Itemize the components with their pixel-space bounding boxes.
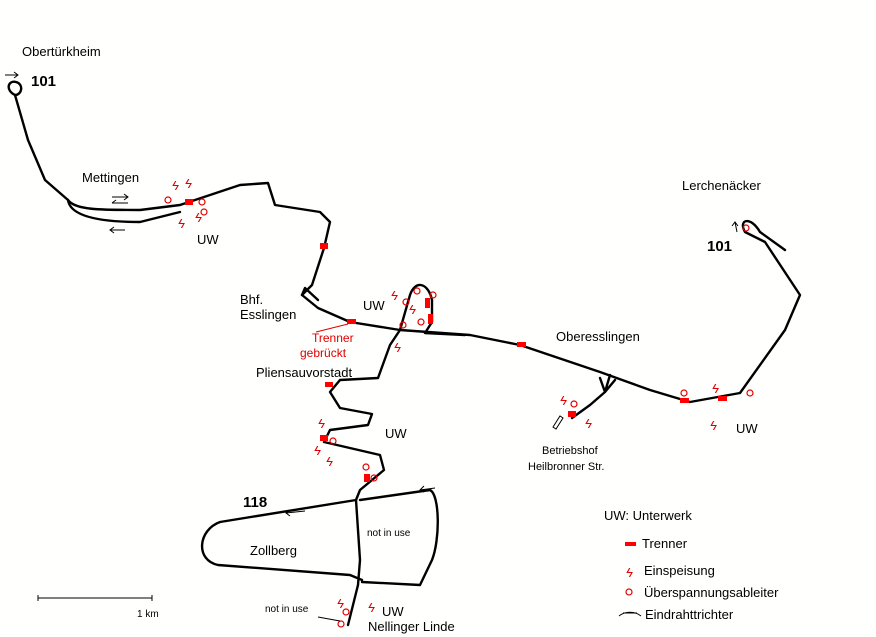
svg-text:ϟ: ϟ bbox=[394, 340, 401, 355]
uw-label: UW bbox=[385, 426, 407, 441]
legend-ueberspannung-icon bbox=[625, 588, 633, 596]
line-label-101: 101 bbox=[31, 73, 57, 90]
legend-ueberspannung: Überspannungsableiter bbox=[644, 585, 779, 600]
not-in-use-leader bbox=[317, 616, 341, 622]
place-pliensauvorstadt: Pliensauvorstadt bbox=[256, 365, 353, 380]
legend-uw: UW: Unterwerk bbox=[604, 508, 692, 523]
track-zollberg-loop bbox=[200, 488, 439, 587]
svg-text:ϟ: ϟ bbox=[185, 176, 192, 191]
line-label-118: 118 bbox=[243, 494, 268, 511]
uw-label: UW bbox=[197, 232, 219, 247]
trenner-markers bbox=[185, 199, 727, 482]
track-depot bbox=[570, 373, 617, 420]
direction-arrow-icon bbox=[5, 71, 19, 79]
svg-text:ϟ: ϟ bbox=[585, 416, 592, 431]
line-label-101-east: 101 bbox=[707, 238, 733, 255]
svg-text:ϟ: ϟ bbox=[326, 454, 333, 469]
svg-text:ϟ: ϟ bbox=[560, 393, 567, 408]
uw-label: UW bbox=[736, 421, 758, 436]
place-mettingen: Mettingen bbox=[82, 170, 140, 185]
svg-text:ϟ: ϟ bbox=[391, 288, 398, 303]
direction-arrow-icon bbox=[419, 485, 436, 493]
direction-arrow-icon bbox=[109, 226, 125, 234]
svg-text:ϟ: ϟ bbox=[178, 216, 185, 231]
surge-arrester-markers bbox=[164, 196, 754, 628]
place-oberesslingen: Oberesslingen bbox=[556, 329, 640, 344]
place-nellinger-linde: Nellinger Linde bbox=[368, 619, 455, 634]
svg-text:ϟ: ϟ bbox=[710, 418, 717, 433]
not-in-use-label: not in use bbox=[265, 604, 309, 615]
place-bhf: Bhf. bbox=[240, 292, 264, 307]
track-101-west bbox=[7, 80, 802, 404]
legend-eindraht: Eindrahttrichter bbox=[645, 607, 734, 622]
svg-text:ϟ: ϟ bbox=[318, 416, 325, 431]
direction-arrow-icon bbox=[111, 193, 129, 204]
legend-trenner: Trenner bbox=[642, 536, 688, 551]
trenner-note-1: Trenner bbox=[312, 331, 354, 345]
place-zollberg: Zollberg bbox=[250, 543, 297, 558]
direction-arrow-icon bbox=[285, 509, 306, 517]
svg-text:ϟ: ϟ bbox=[368, 600, 375, 615]
track-esslingen-wye bbox=[300, 286, 320, 302]
place-lerchenaecker: Lerchenäcker bbox=[682, 178, 761, 193]
legend-eindraht-icon bbox=[618, 611, 642, 617]
svg-text:ϟ: ϟ bbox=[172, 178, 179, 193]
place-esslingen: Esslingen bbox=[240, 307, 297, 322]
svg-text:ϟ: ϟ bbox=[712, 381, 719, 396]
eindraht-symbol-icon bbox=[552, 415, 564, 430]
trenner-note-leader bbox=[315, 323, 349, 333]
svg-text:ϟ: ϟ bbox=[337, 596, 344, 611]
scale-bar bbox=[37, 595, 153, 601]
svg-text:ϟ: ϟ bbox=[195, 210, 202, 225]
scale-label: 1 km bbox=[137, 609, 159, 620]
direction-arrow-icon bbox=[731, 221, 739, 233]
uw-label: UW bbox=[363, 298, 385, 313]
trenner-note-2: gebrückt bbox=[300, 346, 347, 360]
legend-einspeisung: Einspeisung bbox=[644, 563, 715, 578]
place-betriebshof: Betriebshof bbox=[542, 445, 598, 457]
legend-einspeisung-icon: ϟ bbox=[626, 565, 633, 580]
svg-text:ϟ: ϟ bbox=[314, 443, 321, 458]
track-mettingen-second bbox=[66, 198, 182, 224]
svg-text:ϟ: ϟ bbox=[409, 302, 416, 317]
place-obertuerkheim: Obertürkheim bbox=[22, 44, 101, 59]
legend-trenner-icon bbox=[625, 542, 636, 546]
uw-label: UW bbox=[382, 604, 404, 619]
not-in-use-label: not in use bbox=[367, 528, 411, 539]
place-heilbronner-str: Heilbronner Str. bbox=[528, 461, 605, 473]
